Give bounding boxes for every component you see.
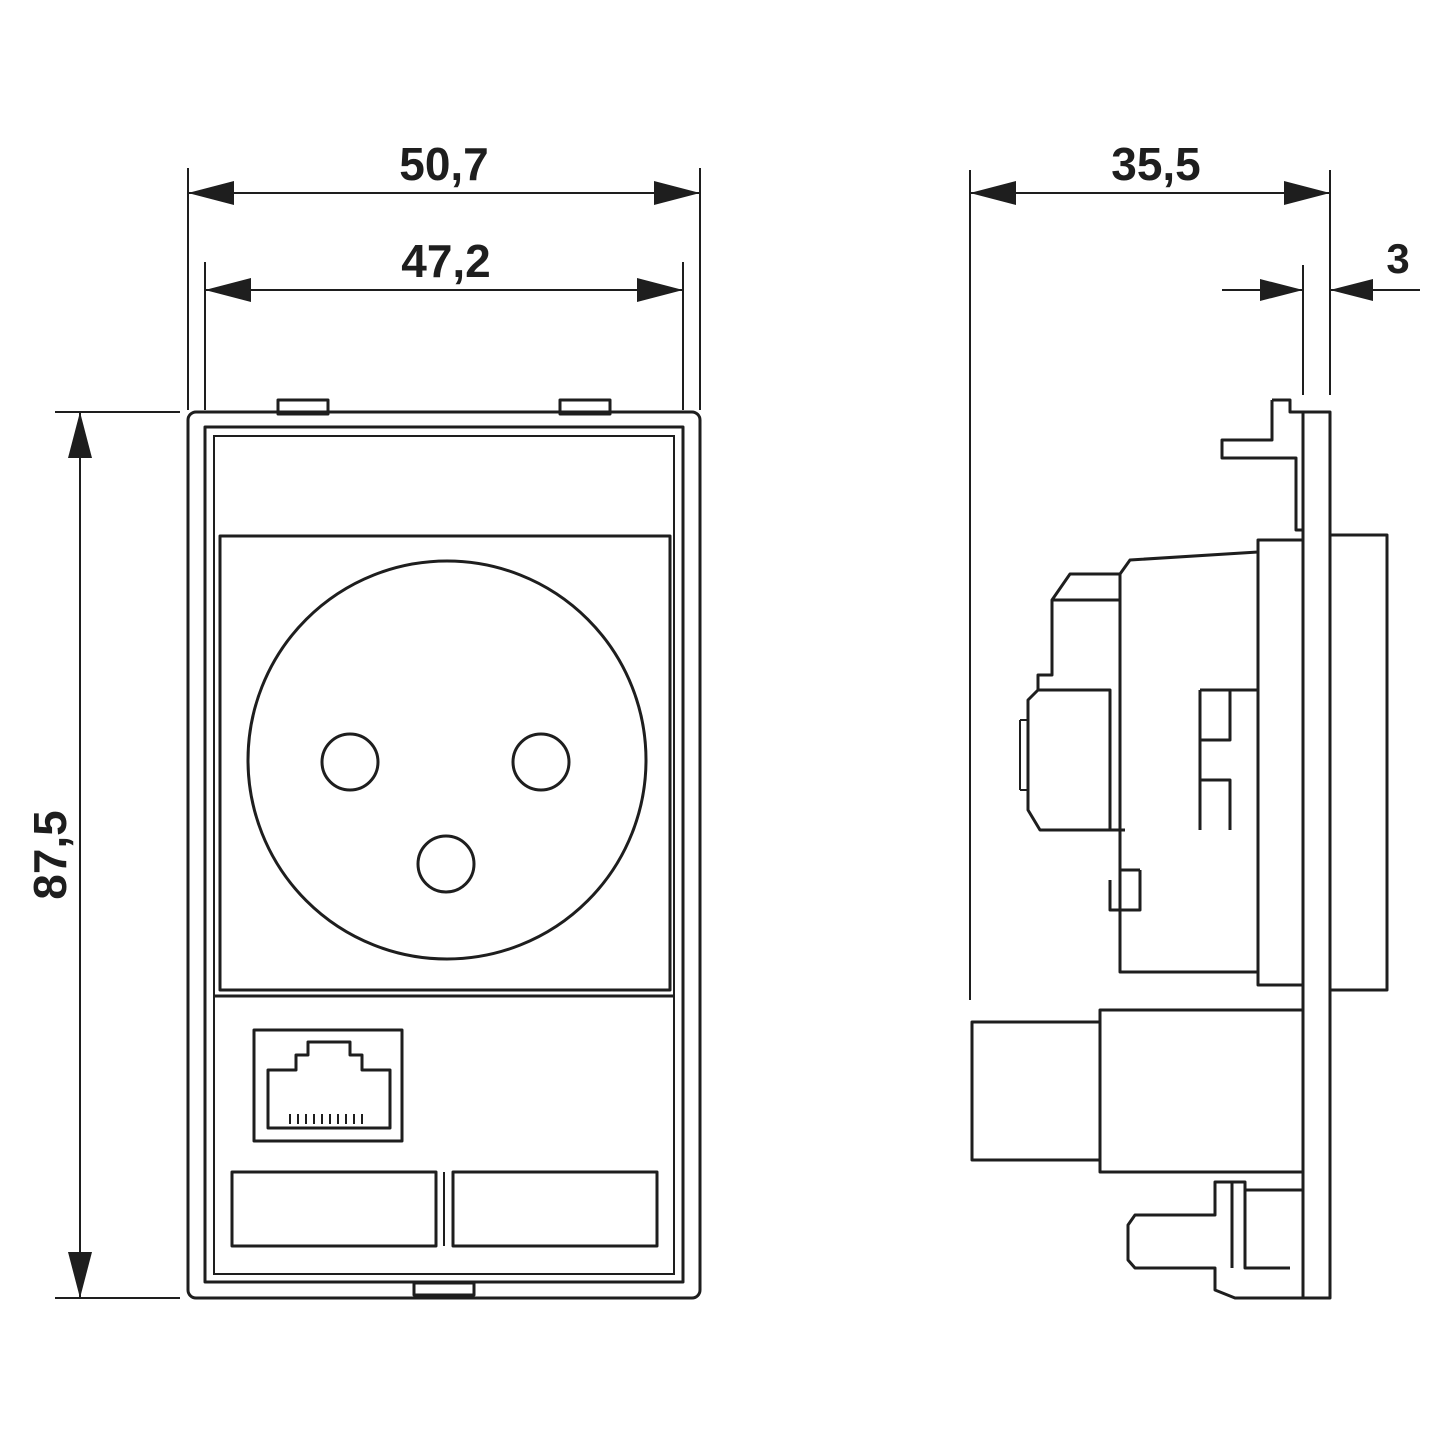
dim-front-inner-width-label: 47,2: [401, 235, 491, 287]
bottom-tab: [412, 1281, 476, 1297]
dim-front-height: 87,5: [24, 412, 92, 1298]
socket-panel: [218, 534, 672, 992]
dim-side-plate-thickness-label: 3: [1386, 235, 1409, 282]
front-view-dimensions: 50,7 47,2 87,5: [24, 138, 701, 1299]
side-rj45-module: [970, 1008, 1303, 1174]
side-view: [970, 398, 1389, 1300]
dim-front-height-label: 87,5: [24, 810, 76, 900]
front-view: [186, 398, 702, 1300]
dim-front-outer-width-label: 50,7: [399, 138, 489, 190]
top-tab-right: [558, 398, 612, 416]
dim-front-inner-width: 47,2: [205, 235, 683, 302]
dim-front-outer-width: 50,7: [188, 138, 700, 205]
dim-side-depth-label: 35,5: [1111, 138, 1201, 190]
top-tab-left: [276, 398, 330, 416]
side-bottom-clip: [1126, 1180, 1303, 1300]
label-field-right: [451, 1170, 659, 1248]
frame-outer: [186, 410, 702, 1300]
socket-hole-earth: [416, 834, 476, 894]
dim-side-depth: 35,5: [970, 138, 1330, 205]
socket-hole-left: [320, 732, 380, 792]
side-socket-bezel: [1328, 533, 1389, 992]
socket-hole-right: [511, 732, 571, 792]
label-field-left: [230, 1170, 438, 1248]
rj45-jack-icon: [252, 1028, 404, 1143]
socket-face: [246, 559, 648, 961]
side-front-plate: [1301, 410, 1332, 1300]
dim-side-plate-thickness: 3: [1222, 235, 1420, 301]
side-view-dimensions: 35,5 3: [969, 138, 1420, 1000]
frame-inner: [203, 425, 685, 1284]
side-socket-body: [1036, 538, 1303, 987]
